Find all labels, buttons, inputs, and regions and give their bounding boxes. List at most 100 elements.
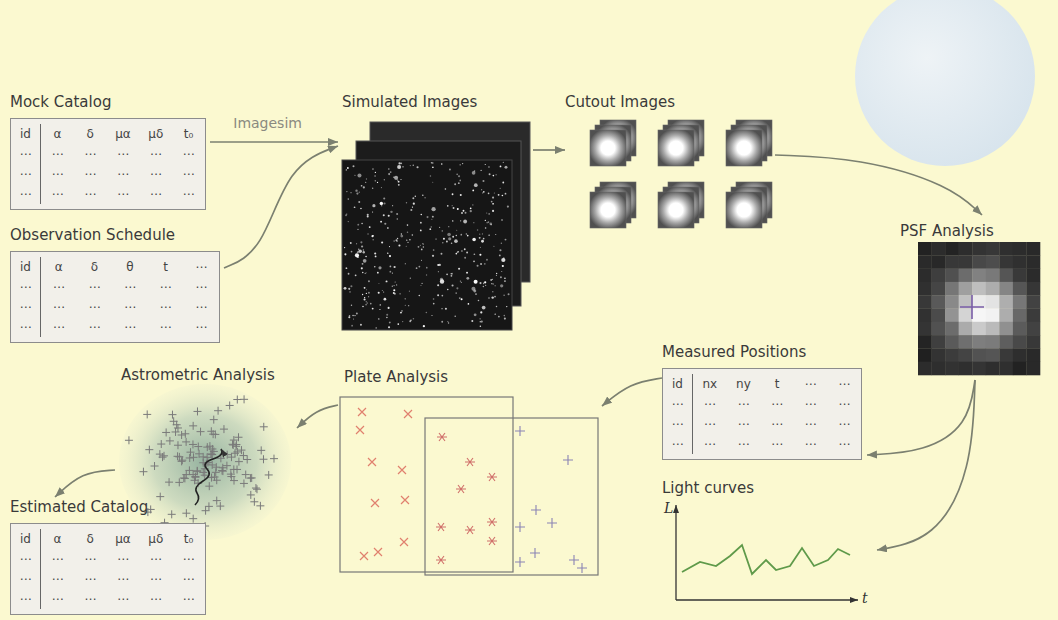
position-mark bbox=[178, 456, 186, 464]
node-heading: Estimated Catalog bbox=[10, 497, 210, 517]
psf-pixel bbox=[959, 335, 973, 349]
astrometric-cloud bbox=[119, 384, 291, 540]
star-dot bbox=[378, 318, 380, 320]
psf-pixel bbox=[972, 335, 986, 349]
star-dot bbox=[426, 216, 428, 218]
star-dot bbox=[363, 259, 367, 263]
star-dot bbox=[458, 182, 460, 184]
star-dot bbox=[480, 311, 482, 313]
psf-pixel bbox=[932, 295, 946, 309]
position-mark bbox=[212, 463, 220, 471]
star-dot bbox=[445, 308, 447, 310]
x-mark bbox=[374, 548, 382, 556]
position-mark bbox=[178, 457, 186, 465]
star-dot bbox=[447, 205, 449, 207]
psf-pixel bbox=[918, 255, 932, 269]
table-cell: ⋯ bbox=[11, 277, 41, 297]
star-dot bbox=[479, 237, 481, 239]
table-cell: ⋯ bbox=[41, 549, 74, 569]
star-dot bbox=[431, 315, 432, 316]
star-dot bbox=[460, 280, 461, 281]
star-dot bbox=[471, 320, 473, 322]
catalog-table: Mock Catalogidαδμαμδt₀⋯⋯⋯⋯⋯⋯⋯⋯⋯⋯⋯⋯⋯⋯⋯⋯⋯⋯ bbox=[10, 92, 210, 215]
psf-pixel bbox=[999, 322, 1013, 336]
star-dot bbox=[452, 193, 454, 195]
star-dot bbox=[412, 197, 414, 199]
star-dot bbox=[504, 280, 506, 282]
star-dot bbox=[384, 298, 387, 301]
table-cell: id bbox=[11, 529, 41, 549]
star-dot bbox=[402, 166, 404, 168]
psf-pixel bbox=[959, 269, 973, 283]
star-dot bbox=[363, 186, 365, 188]
star-dot bbox=[372, 308, 374, 310]
psf-pixel bbox=[986, 255, 1000, 269]
position-mark bbox=[168, 411, 176, 419]
psf-pixel bbox=[1013, 255, 1027, 269]
star-dot bbox=[377, 272, 379, 274]
star-dot bbox=[405, 305, 406, 306]
star-dot bbox=[500, 188, 501, 189]
psf-pixel bbox=[918, 295, 932, 309]
node-heading: Cutout Images bbox=[565, 92, 675, 112]
cutout-image bbox=[726, 192, 762, 228]
star-dot bbox=[492, 196, 494, 198]
table-frame: idαδθt⋯⋯⋯⋯⋯⋯⋯⋯⋯⋯⋯⋯⋯⋯⋯⋯⋯⋯⋯ bbox=[10, 251, 220, 343]
star-dot bbox=[413, 165, 414, 166]
flow-arrow bbox=[297, 405, 338, 428]
axis-label: t bbox=[862, 590, 868, 606]
psf-pixel bbox=[986, 242, 1000, 256]
star-dot bbox=[365, 182, 366, 183]
star-dot bbox=[361, 267, 363, 269]
star-dot bbox=[460, 164, 461, 165]
position-mark bbox=[145, 446, 153, 454]
table-cell: ⋯ bbox=[172, 549, 205, 569]
star-dot bbox=[370, 303, 372, 305]
star-dot bbox=[359, 192, 360, 193]
star-dot bbox=[376, 327, 377, 328]
star-dot bbox=[357, 251, 359, 253]
star-dot bbox=[397, 323, 399, 325]
table-cell: μα bbox=[107, 529, 140, 549]
star-dot bbox=[420, 222, 422, 224]
star-dot bbox=[472, 190, 474, 192]
table-frame: idαδμαμδt₀⋯⋯⋯⋯⋯⋯⋯⋯⋯⋯⋯⋯⋯⋯⋯⋯⋯⋯ bbox=[10, 523, 206, 615]
table-cell: ⋯ bbox=[172, 144, 205, 164]
star-dot bbox=[503, 257, 504, 258]
star-dot bbox=[348, 221, 349, 222]
star-dot bbox=[498, 194, 500, 196]
psf-pixel bbox=[1026, 282, 1040, 296]
star-dot bbox=[455, 292, 457, 294]
star-dot bbox=[474, 183, 478, 187]
table-cell: ⋯ bbox=[107, 144, 140, 164]
star-dot bbox=[381, 187, 382, 188]
position-mark bbox=[203, 443, 211, 451]
table-cell: ⋯ bbox=[11, 317, 41, 337]
star-dot bbox=[485, 164, 486, 165]
star-dot bbox=[437, 284, 439, 286]
table-cell: ⋯ bbox=[74, 589, 107, 609]
star-dot bbox=[452, 220, 453, 221]
star-dot bbox=[452, 205, 453, 206]
star-dot bbox=[503, 315, 505, 317]
star-dot bbox=[446, 273, 448, 275]
star-dot bbox=[483, 286, 485, 288]
star-dot bbox=[374, 266, 376, 268]
star-dot bbox=[486, 222, 488, 224]
psf-pixel bbox=[932, 242, 946, 256]
psf-pixel bbox=[1013, 282, 1027, 296]
star-dot bbox=[447, 233, 451, 237]
psf-pixel bbox=[986, 322, 1000, 336]
star-dot bbox=[424, 197, 426, 199]
star-dot bbox=[481, 240, 484, 243]
star-dot bbox=[463, 220, 467, 224]
position-mark bbox=[159, 453, 167, 461]
psf-pixel bbox=[959, 362, 973, 376]
star-dot bbox=[449, 169, 451, 171]
star-dot bbox=[429, 228, 431, 230]
star-dot bbox=[380, 202, 383, 205]
position-mark bbox=[216, 502, 224, 510]
plus-mark bbox=[531, 505, 541, 515]
star-dot bbox=[447, 289, 448, 290]
position-mark bbox=[253, 485, 261, 493]
